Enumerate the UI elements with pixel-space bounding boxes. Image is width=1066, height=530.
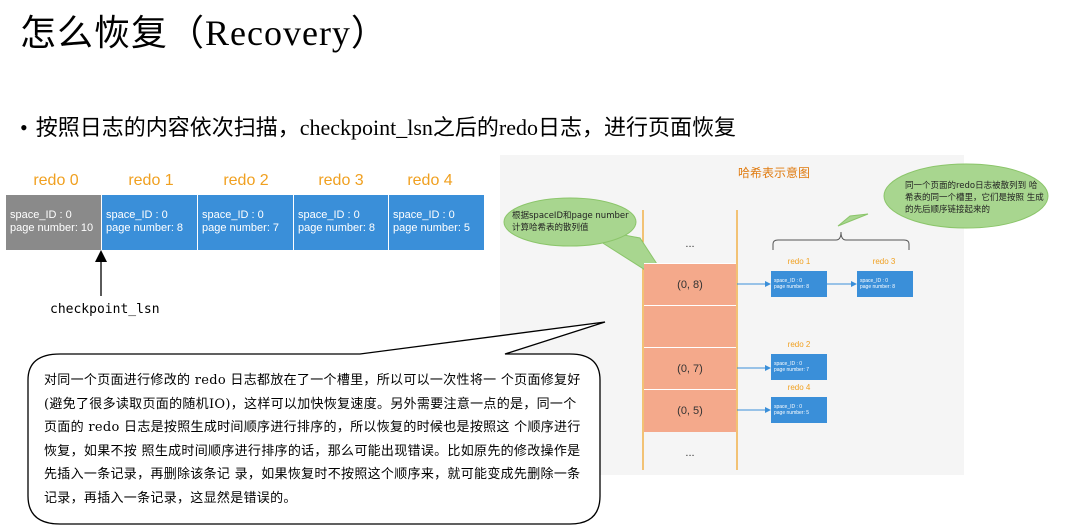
chain-node-1-label: redo 1 — [787, 257, 811, 266]
chain-node-1-space: space_ID : 0 — [774, 278, 803, 284]
chain-node-4-label: redo 4 — [787, 383, 811, 392]
left-note-bubble — [503, 197, 637, 247]
redo-4-page-number: page number: 5 — [393, 222, 471, 234]
redo-3-block: space_ID : 0 page number: 8 — [294, 195, 389, 250]
redo-1-block: space_ID : 0 page number: 8 — [102, 195, 198, 250]
explanation-text: 对同一个页面进行修改的 redo 日志都放在了一个槽里，所以可以一次性将一 个页… — [44, 373, 581, 506]
redo-0-page-number: page number: 10 — [10, 222, 94, 234]
redo-2-space-id: space_ID : 0 — [202, 209, 264, 221]
right-note-text: 同一个页面的redo日志被散列到 哈希表的同一个槽里，它们是按照 生成的先后顺序… — [905, 181, 1044, 215]
redo-4-label: redo 4 — [407, 172, 453, 189]
chain-node-3-page: page number: 7 — [774, 367, 810, 373]
hash-diagram-title: 哈希表示意图 — [738, 166, 811, 180]
checkpoint-arrow-head — [95, 250, 107, 262]
hash-slot-empty — [644, 305, 736, 348]
redo-3-space-id: space_ID : 0 — [298, 209, 360, 221]
checkpoint-lsn-label: checkpoint_lsn — [50, 302, 160, 317]
explanation-bubble — [27, 321, 606, 525]
bullet-point: • 按照日志的内容依次扫描，checkpoint_lsn之后的redo日志，进行页… — [20, 110, 736, 142]
redo-0-space-id: space_ID : 0 — [10, 209, 72, 221]
chain-node-2-page: page number: 8 — [860, 284, 896, 290]
redo-1-label: redo 1 — [128, 172, 174, 189]
redo-3-label: redo 3 — [318, 172, 364, 189]
chain-node-1-page: page number: 8 — [774, 284, 810, 290]
chain-node-1: space_ID : 0 page number: 8 — [771, 271, 827, 297]
redo-4-block: space_ID : 0 page number: 5 — [389, 195, 484, 250]
chain-node-4-page: page number: 5 — [774, 410, 810, 416]
chain-brace — [772, 231, 910, 250]
redo-1-page-number: page number: 8 — [106, 222, 184, 234]
chain-node-2-label: redo 3 — [872, 257, 896, 266]
redo-0-block: space_ID : 0 page number: 10 — [6, 195, 102, 250]
redo-2-label: redo 2 — [223, 172, 269, 189]
left-note-text: 根据spaceID和page number 计算哈希表的散列值 — [512, 211, 629, 233]
hash-ellipsis-top: ... — [685, 238, 695, 250]
chain-node-3-label: redo 2 — [787, 340, 811, 349]
chain-node-2: space_ID : 0 page number: 8 — [857, 271, 913, 297]
right-note-bubble — [883, 163, 1049, 229]
chain-node-3: space_ID : 0 page number: 7 — [771, 354, 827, 380]
redo-4-space-id: space_ID : 0 — [393, 209, 455, 221]
bullet-dot: • — [20, 115, 28, 140]
right-note-pointer — [837, 213, 869, 227]
hash-slot-0-5: (0, 5) — [644, 389, 736, 432]
hash-slot-0-8: (0, 8) — [644, 263, 736, 306]
chain-node-4-space: space_ID : 0 — [774, 404, 803, 410]
hash-slot-0-7: (0, 7) — [644, 347, 736, 390]
redo-2-page-number: page number: 7 — [202, 222, 280, 234]
chain-node-4: space_ID : 0 page number: 5 — [771, 397, 827, 423]
redo-2-block: space_ID : 0 page number: 7 — [198, 195, 294, 250]
chain-node-3-space: space_ID : 0 — [774, 361, 803, 367]
redo-0-label: redo 0 — [33, 172, 79, 189]
chain-node-2-space: space_ID : 0 — [860, 278, 889, 284]
redo-1-space-id: space_ID : 0 — [106, 209, 168, 221]
hash-ellipsis-bottom: ... — [685, 447, 695, 459]
bullet-text: 按照日志的内容依次扫描，checkpoint_lsn之后的redo日志，进行页面… — [35, 115, 736, 140]
page-title: 怎么恢复（Recovery） — [20, 13, 388, 53]
redo-3-page-number: page number: 8 — [298, 222, 376, 234]
